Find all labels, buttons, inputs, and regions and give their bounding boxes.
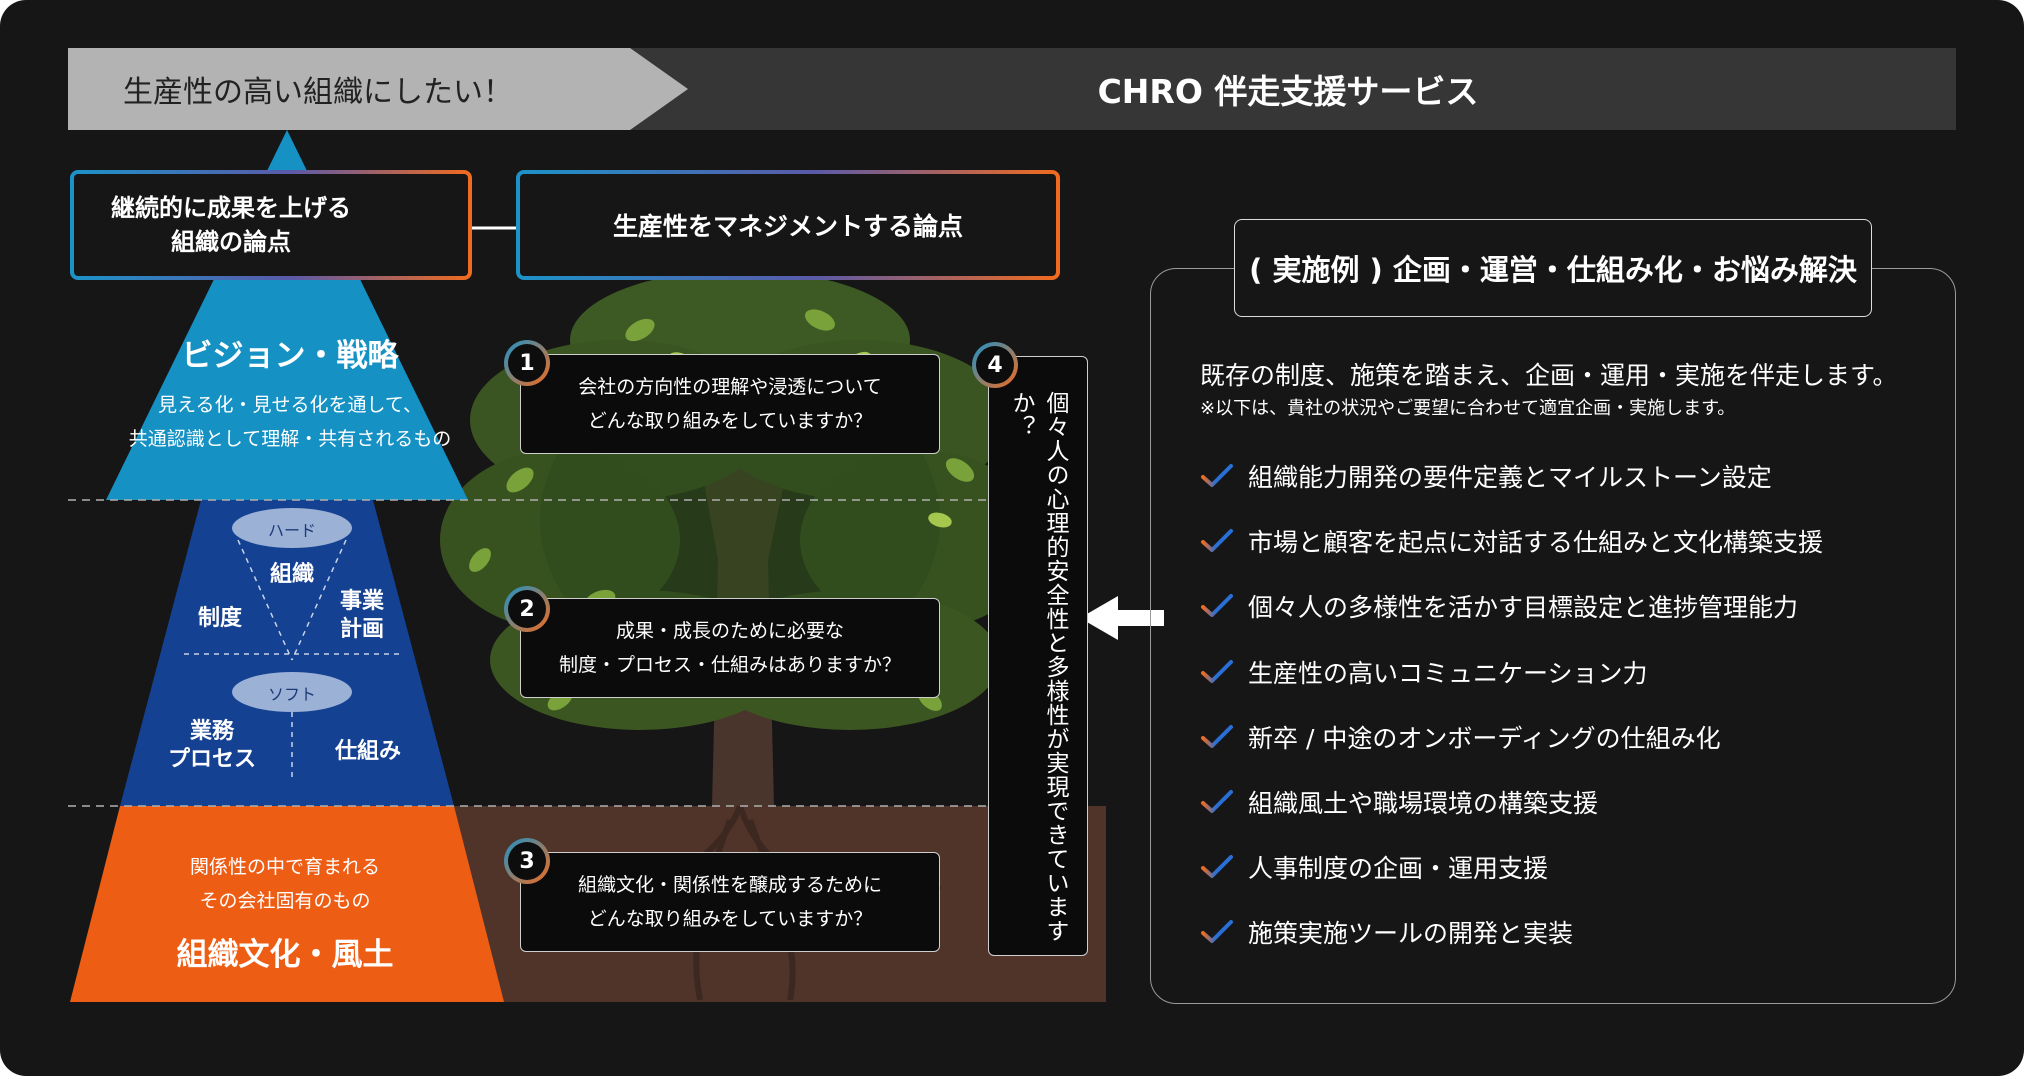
question-3-line1: 組織文化・関係性を醸成するために: [577, 874, 882, 896]
check-icon: [1201, 594, 1233, 618]
check-icon: [1201, 855, 1233, 879]
examples-list-item-text: 人事制度の企画・運用支援: [1248, 854, 1549, 884]
soft-ellipse: [232, 672, 352, 712]
examples-list-item-text: 市場と顧客を起点に対話する仕組みと文化構築支援: [1248, 528, 1824, 558]
soft-left-label: 業務 プロセス: [152, 718, 272, 774]
examples-title: ( 実施例 ) 企画・運営・仕組み化・お悩み解決: [1234, 219, 1872, 317]
question-box-2: 成果・成長のために必要な 制度・プロセス・仕組みはありますか？: [520, 598, 940, 698]
soft-left-line1: 業務: [189, 719, 234, 744]
question-number-1: 1: [504, 340, 550, 386]
pyramid-middle-layer: [120, 500, 454, 806]
org-box-line1: 継続的に成果を上げる: [111, 194, 351, 222]
examples-list-item-text: 生産性の高いコミュニケーション力: [1248, 658, 1648, 688]
banner-left-text: 生産性の高い組織にしたい！: [123, 75, 513, 110]
productivity-issues-box: 生産性をマネジメントする論点: [516, 170, 1060, 280]
culture-description: 関係性の中で育まれる その会社固有のもの: [120, 850, 450, 918]
examples-list-item-text: 個々人の多様性を活かす目標設定と進捗管理能力: [1248, 593, 1799, 623]
productivity-box-text: 生産性をマネジメントする論点: [612, 212, 963, 241]
organization-issues-box: 継続的に成果を上げる 組織の論点: [70, 170, 472, 280]
hard-ellipse: [232, 508, 352, 548]
examples-list-item: 生産性の高いコミュニケーション力: [1200, 652, 1648, 692]
hard-center-label: 組織: [269, 562, 314, 587]
hard-left-label: 制度: [197, 606, 242, 631]
banner-right-title: CHRO 伴走支援サービス: [1097, 72, 1479, 111]
hard-right-line1: 事業: [339, 589, 384, 614]
org-box-line2: 組織の論点: [171, 228, 291, 256]
question-2-line2: 制度・プロセス・仕組みはありますか？: [558, 654, 901, 676]
examples-list-item-text: 組織風土や職場環境の構築支援: [1248, 789, 1599, 818]
check-icon: [1201, 464, 1233, 487]
examples-list-item: 市場と顧客を起点に対話する仕組みと文化構築支援: [1200, 521, 1823, 561]
question-number-3: 3: [504, 838, 550, 884]
examples-list-item-text: 施策実施ツールの開発と実装: [1248, 919, 1574, 949]
culture-title: 組織文化・風土: [176, 937, 394, 973]
soft-label: ソフト: [267, 685, 316, 704]
question-number-4: 4: [972, 342, 1018, 388]
question-1-line2: どんな取り組みをしていますか？: [587, 410, 873, 432]
vision-description: 見える化・見せる化を通して、 共通認識として理解・共有されるもの: [90, 388, 490, 456]
examples-list-item: 人事制度の企画・運用支援: [1200, 847, 1548, 887]
vision-title: ビジョン・戦略: [181, 338, 399, 374]
soft-right-label: 仕組み: [334, 739, 401, 764]
question-number-2: 2: [504, 586, 550, 632]
vision-desc-line2: 共通認識として理解・共有されるもの: [128, 428, 452, 450]
vision-desc-line1: 見える化・見せる化を通して、: [158, 394, 422, 416]
check-icon: [1201, 724, 1233, 748]
check-icon: [1201, 790, 1233, 813]
question-2-line1: 成果・成長のために必要な: [615, 620, 844, 642]
examples-list-item: 施策実施ツールの開発と実装: [1200, 912, 1573, 952]
culture-desc-line2: その会社固有のもの: [199, 890, 371, 912]
question-3-line2: どんな取り組みをしていますか？: [587, 908, 873, 930]
question-box-1: 会社の方向性の理解や浸透について どんな取り組みをしていますか？: [520, 354, 940, 454]
examples-note: ※以下は、貴社の状況やご要望に合わせて適宜企画・実施します。: [1200, 398, 1736, 419]
hard-right-line2: 計画: [339, 617, 384, 642]
examples-lead: 既存の制度、施策を踏まえ、企画・運用・実施を伴走します。: [1200, 361, 1898, 390]
examples-list-item: 個々人の多様性を活かす目標設定と進捗管理能力: [1200, 586, 1798, 626]
question-box-3: 組織文化・関係性を醸成するために どんな取り組みをしていますか？: [520, 852, 940, 952]
hard-right-label: 事業 計画: [322, 588, 402, 644]
banner-left-arrow: [68, 48, 688, 130]
banner-right-bg: [620, 48, 1956, 130]
check-icon: [1201, 659, 1233, 683]
examples-list-item: 新卒 / 中途のオンボーディングの仕組み化: [1200, 717, 1721, 757]
examples-list-item: 組織風土や職場環境の構築支援: [1200, 782, 1598, 822]
pyramid-bottom-layer: [70, 806, 504, 1002]
question-4-text: 個々人の心理的安全性と多様性が実現できていますか？: [1008, 391, 1068, 943]
examples-list-item-text: 組織能力開発の要件定義とマイルストーン設定: [1248, 463, 1772, 492]
examples-list-item-text: 新卒 / 中途のオンボーディングの仕組み化: [1248, 723, 1721, 753]
hard-label: ハード: [267, 521, 316, 540]
question-1-line1: 会社の方向性の理解や浸透について: [578, 376, 882, 398]
left-arrow-icon: [1080, 596, 1164, 640]
culture-desc-line1: 関係性の中で育まれる: [189, 856, 380, 878]
examples-list-item: 組織能力開発の要件定義とマイルストーン設定: [1200, 456, 1772, 496]
check-icon: [1201, 529, 1233, 553]
check-icon: [1201, 920, 1233, 944]
soft-left-line2: プロセス: [167, 747, 256, 772]
question-box-4: 個々人の心理的安全性と多様性が実現できていますか？: [988, 356, 1088, 956]
pyramid-vision-area: [106, 130, 468, 500]
